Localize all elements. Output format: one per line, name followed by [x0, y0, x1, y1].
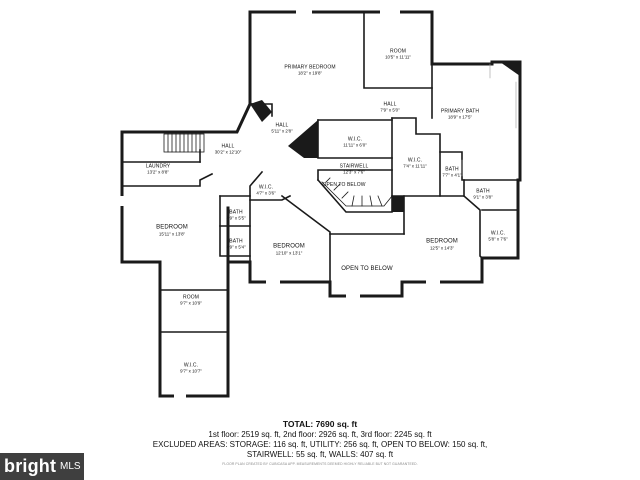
disclaimer: FLOOR PLAN CREATED BY CUBICASA APP. MEAS…	[222, 462, 418, 466]
logo-word: bright	[4, 456, 57, 476]
floor-areas: 1st floor: 2519 sq. ft, 2nd floor: 2926 …	[208, 430, 432, 439]
bright-mls-logo: bright MLS	[0, 453, 84, 480]
room-wic-small: W.I.C.4'7" x 3'6"	[256, 184, 276, 196]
excluded-areas-cont: STAIRWELL: 55 sq. ft, WALLS: 407 sq. ft	[246, 450, 394, 459]
logo-mls: MLS	[60, 461, 81, 472]
stairs	[163, 133, 393, 207]
room-open-to-below-stair: OPEN TO BELOW	[322, 182, 366, 188]
room-wic-far-right: W.I.C.5'8" x 7'6"	[488, 230, 508, 242]
area-summary: TOTAL: 7690 sq. ft 1st floor: 2519 sq. f…	[0, 419, 640, 467]
wall-fills	[250, 62, 520, 212]
excluded-areas: EXCLUDED AREAS: STORAGE: 116 sq. ft, UTI…	[152, 440, 488, 449]
total-area: TOTAL: 7690 sq. ft	[282, 419, 358, 429]
guide-lines	[461, 63, 517, 177]
room-wic-center: W.I.C.11'11" x 6'0"	[343, 136, 367, 148]
room-open-to-below: OPEN TO BELOW	[341, 266, 393, 272]
openings	[120, 10, 440, 398]
room-wic-bottom: W.I.C.9'7" x 10'7"	[180, 362, 202, 374]
room-wic-right: W.I.C.7'4" x 11'11"	[403, 157, 427, 169]
